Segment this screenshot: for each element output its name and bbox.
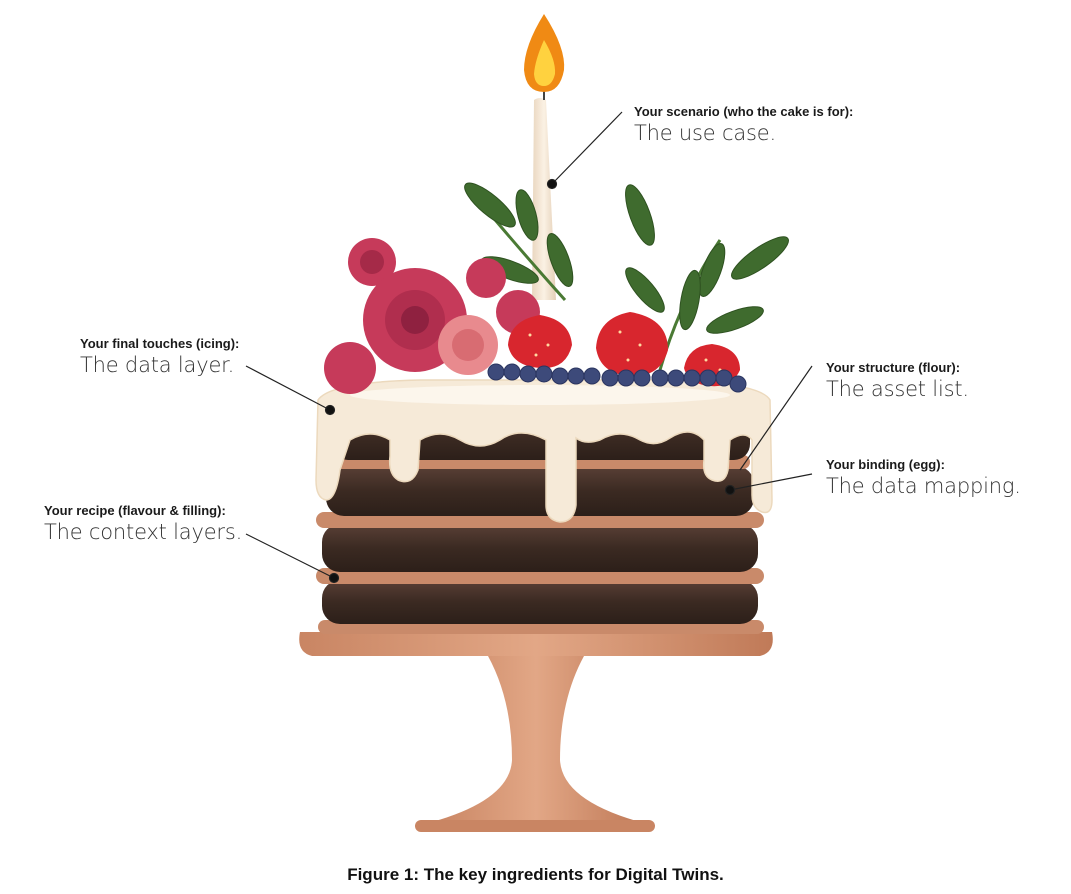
callout-final-touches: Your final touches (icing): The data lay… — [80, 336, 239, 378]
callout-recipe: Your recipe (flavour & filling): The con… — [44, 503, 242, 545]
callout-structure: Your structure (flour): The asset list. — [826, 360, 969, 402]
leader-lines — [245, 111, 813, 584]
cake-stand-icon — [299, 632, 773, 832]
callout-final-touches-heading: Your final touches (icing): — [80, 336, 240, 351]
callout-scenario-heading: Your scenario (who the cake is for): — [634, 104, 854, 119]
cake-body — [316, 416, 764, 634]
callout-recipe-detail: The context layers. — [44, 520, 243, 544]
callout-binding-heading: Your binding (egg): — [826, 457, 945, 472]
figure-caption: Figure 1: The key ingredients for Digita… — [347, 865, 724, 884]
blueberry-icon — [487, 363, 747, 393]
callout-scenario-detail: The use case. — [634, 121, 776, 145]
callout-structure-heading: Your structure (flour): — [826, 360, 961, 375]
callout-recipe-heading: Your recipe (flavour & filling): — [44, 503, 226, 518]
rose-icon — [324, 238, 540, 394]
callout-binding-detail: The data mapping. — [826, 474, 1021, 498]
flame-icon — [524, 14, 565, 92]
callout-final-touches-detail: The data layer. — [80, 353, 235, 377]
callout-scenario: Your scenario (who the cake is for): The… — [634, 104, 853, 146]
callout-binding: Your binding (egg): The data mapping. — [826, 457, 1021, 499]
callout-structure-detail: The asset list. — [826, 377, 969, 401]
icing — [315, 379, 773, 523]
